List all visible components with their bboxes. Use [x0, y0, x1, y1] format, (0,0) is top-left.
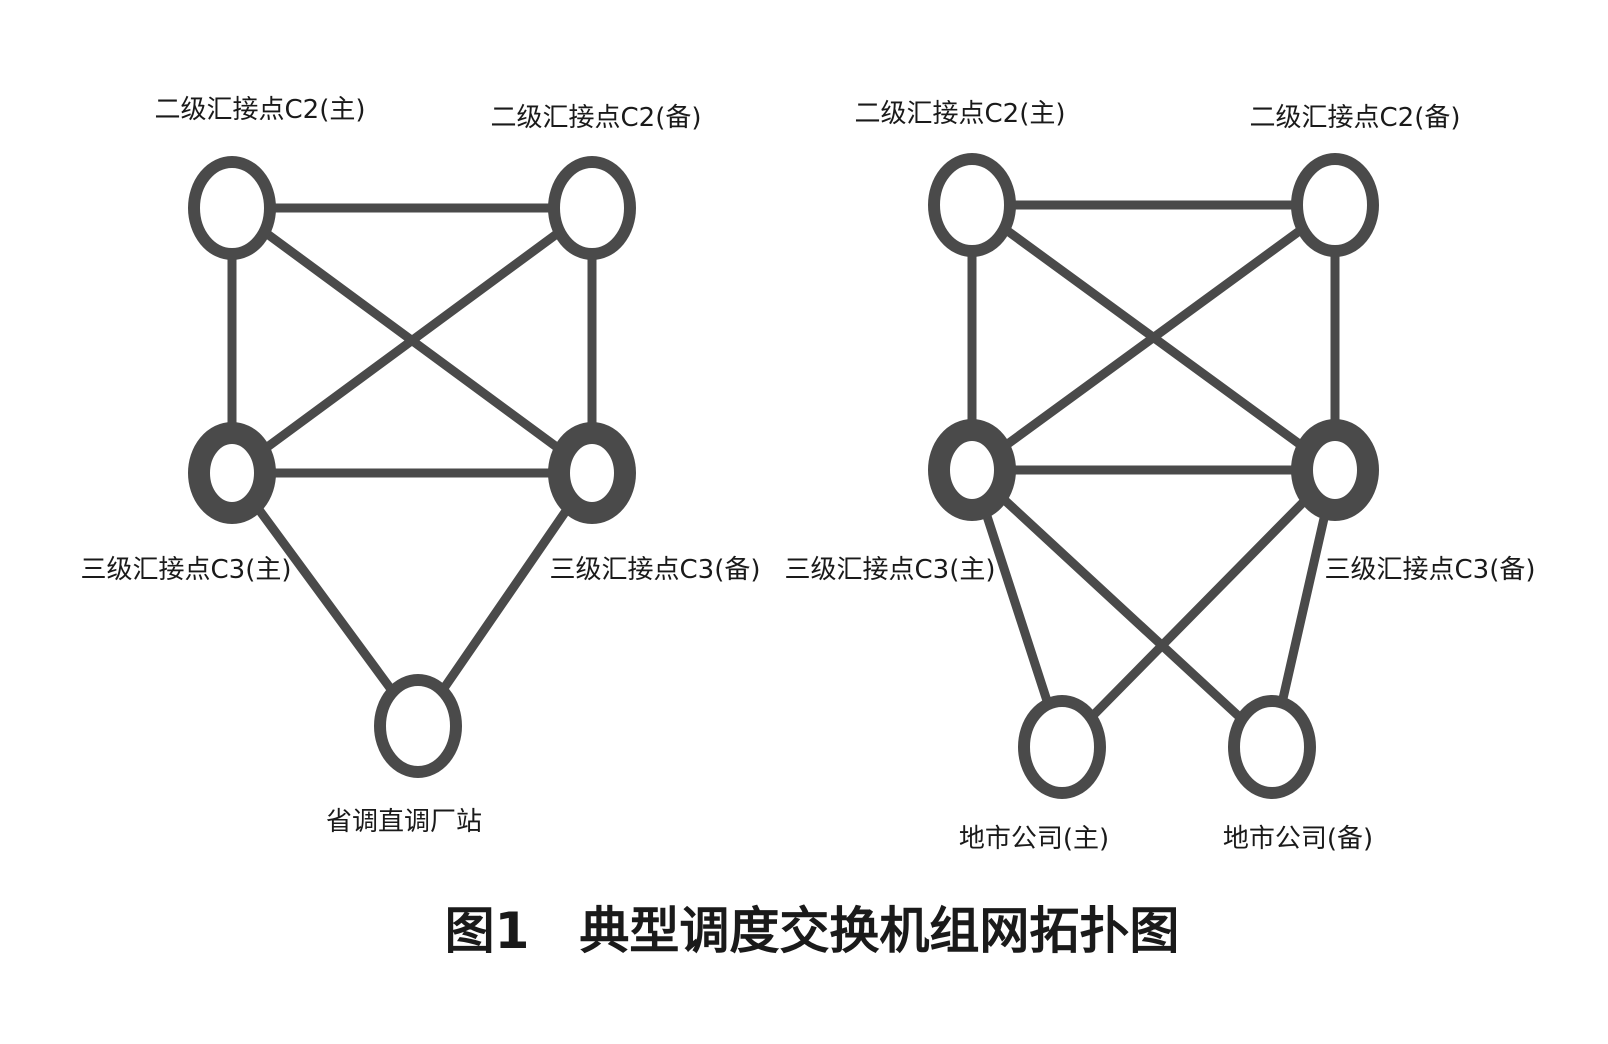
node-cityb [1228, 695, 1316, 799]
node-label-citym: 地市公司(主) [959, 824, 1109, 854]
node-c2m [188, 156, 276, 260]
edges [227, 203, 597, 731]
node-c3b [1291, 419, 1379, 521]
labels: 二级汇接点C2(主) 二级汇接点C2(备) 三级汇接点C3(主) 三级汇接点C3(备)… [81, 95, 761, 837]
node-label-c3m: 三级汇接点C3(主) [81, 555, 292, 585]
node-c3m [928, 419, 1016, 521]
edge-c3b-plant [413, 468, 597, 731]
node-label-c2m: 二级汇接点C2(主) [855, 99, 1066, 129]
node-label-c2m: 二级汇接点C2(主) [155, 95, 366, 125]
provincial-plant-topology: 二级汇接点C2(主) 二级汇接点C2(备) 三级汇接点C3(主) 三级汇接点C3(备)… [81, 95, 761, 837]
node-label-plant: 省调直调厂站 [326, 807, 482, 837]
edge-c2b-c3m [227, 203, 597, 478]
node-c3m [188, 422, 276, 524]
node-c3b [548, 422, 636, 524]
edge-c2b-c3m [967, 200, 1340, 475]
node-label-c3b: 三级汇接点C3(备) [550, 555, 761, 585]
node-plant [374, 674, 462, 778]
node-label-c3b: 三级汇接点C3(备) [1325, 555, 1536, 585]
figure-caption: 图1 典型调度交换机组网拓扑图 [445, 902, 1180, 960]
node-c2b [548, 156, 636, 260]
node-label-c2b: 二级汇接点C2(备) [491, 103, 702, 133]
node-label-cityb: 地市公司(备) [1223, 824, 1373, 854]
edge-c3m-cityb [967, 465, 1277, 752]
edge-c3m-plant [227, 468, 423, 731]
node-label-c2b: 二级汇接点C2(备) [1250, 103, 1461, 133]
node-c2m [928, 153, 1016, 257]
edges [967, 200, 1340, 752]
labels: 二级汇接点C2(主) 二级汇接点C2(备) 三级汇接点C3(主) 三级汇接点C3(备)… [785, 99, 1536, 854]
node-label-c3m: 三级汇接点C3(主) [785, 555, 996, 585]
node-citym [1018, 695, 1106, 799]
node-c2b [1291, 153, 1379, 257]
edge-c3b-citym [1057, 465, 1340, 752]
city-company-topology: 二级汇接点C2(主) 二级汇接点C2(备) 三级汇接点C3(主) 三级汇接点C3(备)… [785, 99, 1536, 854]
nodes [928, 153, 1379, 799]
nodes [188, 156, 636, 778]
